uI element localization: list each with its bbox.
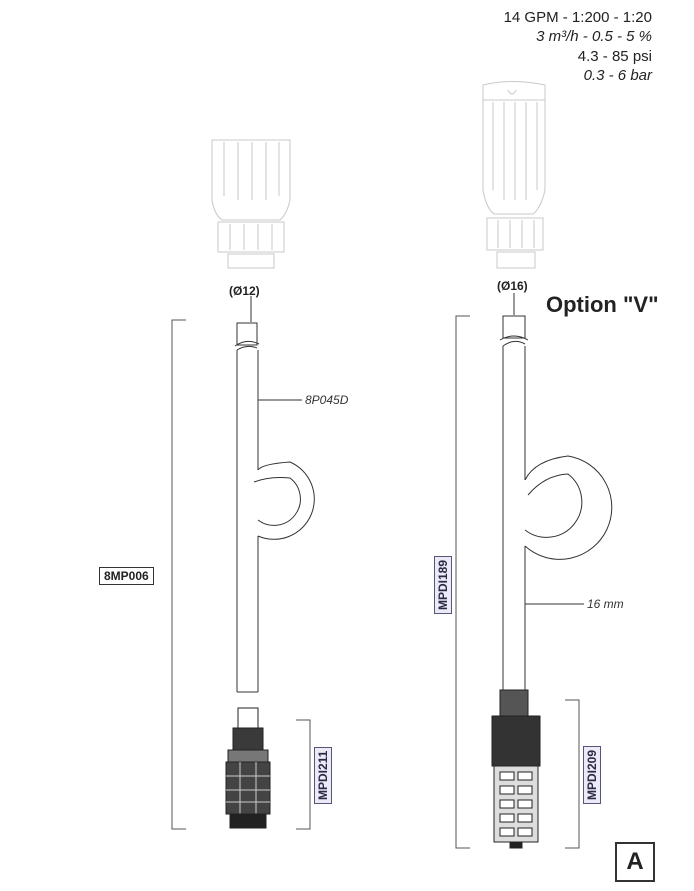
left-injector-body xyxy=(211,139,291,269)
spec-bar: 0.3 - 6 bar xyxy=(583,67,652,84)
left-filter-bracket xyxy=(296,719,311,830)
spec-psi: 4.3 - 85 psi xyxy=(577,48,652,65)
left-kit-bracket xyxy=(171,319,186,830)
left-tube-part-label: 8P045D xyxy=(305,393,349,407)
option-v-label: Option "V" xyxy=(546,292,659,317)
right-injector-body xyxy=(482,81,546,269)
spec-metric-flow: 3 m³/h - 0.5 - 5 % xyxy=(536,28,652,45)
left-diameter-label: (Ø12) xyxy=(229,284,260,298)
right-tube-size-label: 16 mm xyxy=(587,597,624,611)
left-tube xyxy=(234,322,315,693)
right-filter-part-label: MPDI209 xyxy=(583,745,601,804)
left-kit-part-label: 8MP006 xyxy=(99,567,154,585)
right-filter-bracket xyxy=(565,699,580,849)
right-kit-bracket xyxy=(455,315,470,849)
right-tube xyxy=(499,315,613,690)
spec-flow-ratio: 14 GPM - 1:200 - 1:20 xyxy=(503,9,652,26)
figure-corner-label: A xyxy=(615,842,655,882)
right-kit-part-label: MPDI189 xyxy=(434,555,452,614)
left-filter-part-label: MPDI211 xyxy=(314,746,332,804)
left-foot-filter xyxy=(225,707,271,829)
right-foot-filter xyxy=(491,689,541,849)
right-diameter-label: (Ø16) xyxy=(497,279,528,293)
